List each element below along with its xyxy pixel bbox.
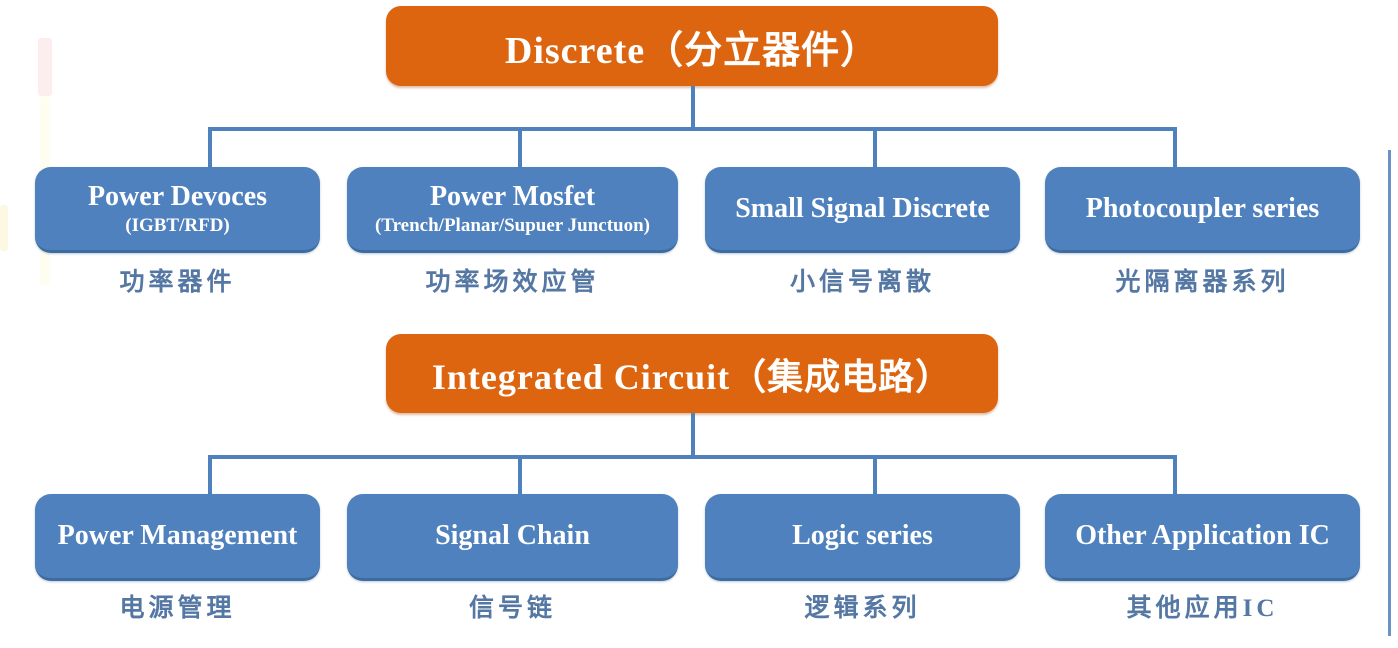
node-caption: 功率器件 [119, 269, 236, 296]
connector-stem [691, 86, 695, 127]
connector-drop [518, 127, 522, 167]
node-title: Logic series [792, 520, 933, 552]
connector-drop [208, 455, 212, 495]
node-title: Power Devoces [87, 181, 268, 213]
scan-artifact [38, 38, 52, 96]
connector-drop [518, 455, 522, 495]
node-caption: 逻辑系列 [804, 595, 921, 622]
tree-node-signal-chain: Signal Chain [347, 494, 678, 581]
node-caption: 其他应用IC [1126, 595, 1279, 622]
root-node-title: Discrete（分立器件） [504, 29, 880, 72]
tree-node-power-management: Power Management [35, 494, 320, 581]
tree-node-small-signal-discrete: Small Signal Discrete [705, 167, 1020, 253]
connector-drop [873, 455, 877, 495]
node-caption: 光隔离器系列 [1115, 269, 1290, 296]
node-title: Power Mosfet [429, 181, 596, 213]
tree-node-photocoupler-series: Photocoupler series [1045, 167, 1360, 253]
connector-drop [208, 127, 212, 167]
tree-node-other-application-ic: Other Application IC [1045, 494, 1360, 581]
connector-rail [208, 455, 1177, 459]
node-title: Small Signal Discrete [735, 192, 990, 224]
node-title: Photocoupler series [1085, 192, 1320, 224]
node-subtitle: (Trench/Planar/Supuer Junctuon) [374, 214, 651, 236]
node-caption: 功率场效应管 [425, 269, 600, 296]
node-caption: 小信号离散 [789, 269, 935, 296]
node-caption: 电源管理 [119, 595, 236, 622]
scan-artifact [0, 205, 8, 251]
connector-stem [691, 413, 695, 455]
connector-rail [208, 127, 1177, 131]
node-title: Other Application IC [1075, 520, 1330, 552]
node-title: Signal Chain [435, 520, 590, 552]
tree-node-logic-series: Logic series [705, 494, 1020, 581]
right-edge-line [1388, 150, 1391, 636]
connector-drop [1173, 127, 1177, 167]
tree-node-power-mosfet: Power Mosfet (Trench/Planar/Supuer Junct… [347, 167, 678, 253]
connector-drop [1173, 455, 1177, 495]
connector-drop [873, 127, 877, 167]
node-caption: 信号链 [468, 595, 556, 622]
node-subtitle: (IGBT/RFD) [125, 214, 230, 236]
tree-node-power-devices: Power Devoces (IGBT/RFD) [35, 167, 320, 253]
root-node-discrete: Discrete（分立器件） [386, 6, 998, 86]
root-node-title: Integrated Circuit（集成电路） [431, 356, 953, 397]
node-title: Power Management [57, 520, 298, 552]
root-node-integrated-circuit: Integrated Circuit（集成电路） [386, 334, 998, 413]
